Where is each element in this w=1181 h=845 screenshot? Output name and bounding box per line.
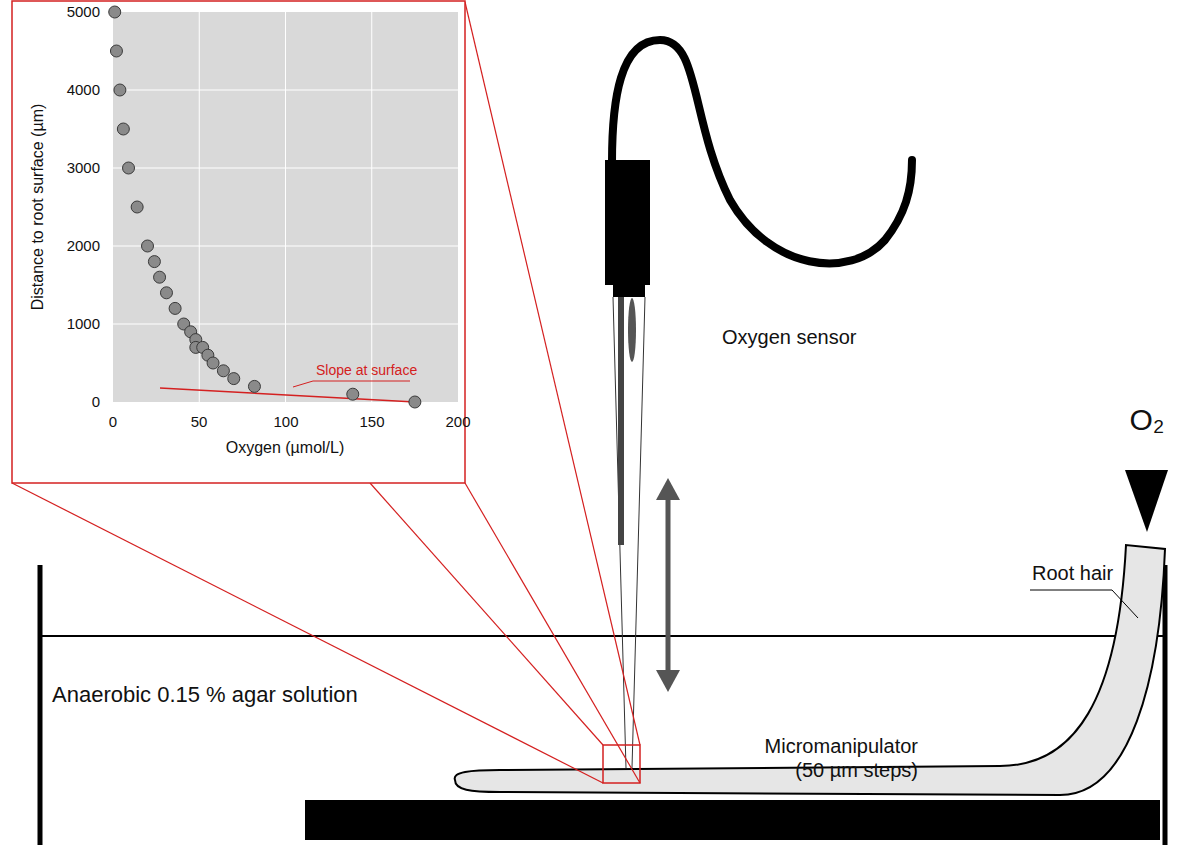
data-point — [248, 380, 260, 392]
zoom-line — [370, 483, 603, 745]
probe-glass — [632, 297, 645, 768]
data-point — [117, 123, 129, 135]
axis-title: Distance to root surface (µm) — [28, 104, 47, 311]
part-label: Root hair — [1032, 561, 1113, 585]
root-hair — [455, 545, 1165, 795]
grid-line — [113, 90, 458, 91]
data-point — [160, 287, 172, 299]
tank-wall — [1163, 565, 1168, 845]
inset-frame — [12, 1, 465, 483]
tick-label: 4000 — [67, 81, 100, 99]
leader-line — [293, 381, 410, 387]
leader-line — [1030, 590, 1138, 618]
grid-lines — [113, 12, 458, 402]
probe-glass — [613, 297, 626, 768]
part-label: Micromanipulator (50 µm steps) — [740, 734, 918, 782]
arrow-head — [656, 478, 680, 500]
water-surface — [40, 635, 1165, 637]
tick-label: 0 — [109, 413, 117, 431]
data-point — [123, 162, 135, 174]
oxygen-arrow — [1125, 470, 1168, 532]
data-point — [142, 240, 154, 252]
tick-label: 3000 — [67, 159, 100, 177]
data-point — [347, 388, 359, 400]
data-point — [110, 45, 122, 57]
plot-area — [113, 12, 458, 402]
sensor-cable — [612, 40, 912, 263]
motion-arrow — [666, 498, 671, 672]
sensor-body — [605, 160, 650, 285]
data-point — [228, 373, 240, 385]
data-point — [207, 357, 219, 369]
tank-wall — [38, 565, 43, 845]
annotation: Slope at surface — [316, 362, 417, 379]
tick-label: 1000 — [67, 315, 100, 333]
axis-title: Oxygen (µmol/L) — [226, 438, 345, 457]
zoom-line — [465, 2, 640, 745]
tick-label: 200 — [445, 413, 470, 431]
base-slab — [305, 800, 1160, 840]
part-label: Oxygen sensor — [722, 325, 857, 349]
data-point — [217, 365, 229, 377]
probe-rod — [618, 297, 624, 545]
grid-line — [113, 246, 458, 247]
tick-label: 150 — [359, 413, 384, 431]
tick-label: 5000 — [67, 3, 100, 21]
grid-line — [371, 12, 372, 402]
tick-label: 50 — [191, 413, 208, 431]
data-point — [131, 201, 143, 213]
probe-bulb — [628, 298, 636, 362]
data-point — [109, 6, 121, 18]
data-point — [148, 256, 160, 268]
region-label: Anaerobic 0.15 % agar solution — [52, 682, 358, 708]
slope-line — [160, 388, 415, 402]
grid-line — [113, 168, 458, 169]
zoom-line — [12, 483, 603, 783]
grid-line — [285, 12, 286, 402]
sensor-collar — [613, 285, 645, 297]
data-point — [409, 396, 421, 408]
arrow-head — [656, 670, 680, 692]
chemical-label: O₂ — [1130, 402, 1165, 438]
tick-label: 0 — [92, 393, 100, 411]
data-points — [109, 6, 421, 408]
data-point — [154, 271, 166, 283]
grid-line — [113, 324, 458, 325]
data-point — [114, 84, 126, 96]
data-point — [169, 302, 181, 314]
tick-label: 100 — [273, 413, 298, 431]
tick-label: 2000 — [67, 237, 100, 255]
